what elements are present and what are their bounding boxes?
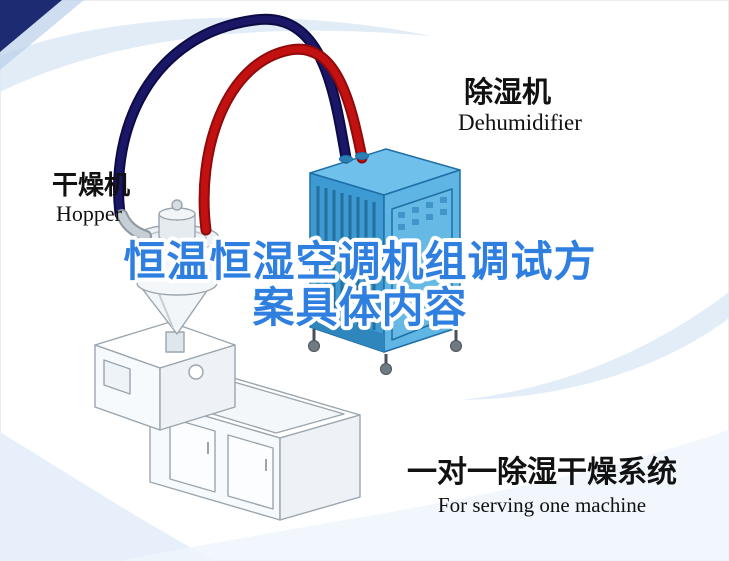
hopper-knob [171,199,183,211]
background-swooshes [0,17,729,561]
cabinet-casters [308,329,462,375]
corner-triangle-accent [0,0,84,70]
hose-port-2 [355,152,369,160]
hose-navy [115,15,350,218]
dehumidifier-label-cn: 除湿机 [464,75,551,109]
hopper-elbow-pipe [118,211,150,240]
hopper-cap-body [158,213,196,243]
machine-gauge [188,364,204,380]
hopper-cylinder [136,239,218,296]
machine-door-1 [169,417,216,493]
dryer-label-cn: 干燥机 [52,170,130,200]
corner-triangle [0,0,84,70]
cabinet-kick-plate [310,310,384,352]
cabinet-hose-ports [339,152,369,163]
hose-port-1 [339,155,353,163]
hopper-outlet-stub [165,331,185,353]
main-title-line1: 恒温恒湿空调机组调试方 [123,238,596,285]
cabinet-door-vents [398,197,447,230]
system-caption-cn: 一对一除湿干燥系统 [407,455,677,489]
machine-pedestal-side [159,344,236,431]
swoosh-top-left [0,17,430,93]
hoses [113,13,368,242]
system-caption-en: For serving one machine [438,493,646,517]
corner-triangle-navy [0,0,62,52]
labels-layer: 干燥机 Hopper 除湿机 Dehumidifier 恒温恒湿空调机组调试方 … [52,75,677,517]
cabinet-door-handle [444,250,449,266]
swoosh-bottom-left [0,432,215,561]
hopper-illustration [134,199,220,353]
machine-door-2 [227,434,274,510]
dryer-label-en: Hopper [56,201,123,226]
dehumidifier-illustration [308,148,462,375]
main-title-line2: 案具体内容 [252,284,467,331]
hose-red [200,45,366,234]
cabinet-vent-slats [316,186,376,330]
machine-illustration [94,321,361,521]
dehumidifier-label-en: Dehumidifier [458,110,582,135]
swoosh-right [462,292,729,400]
machine-body-side [279,414,361,521]
swoosh-bottom [120,430,729,561]
cabinet-indicator [395,295,410,312]
machine-window [103,359,131,395]
